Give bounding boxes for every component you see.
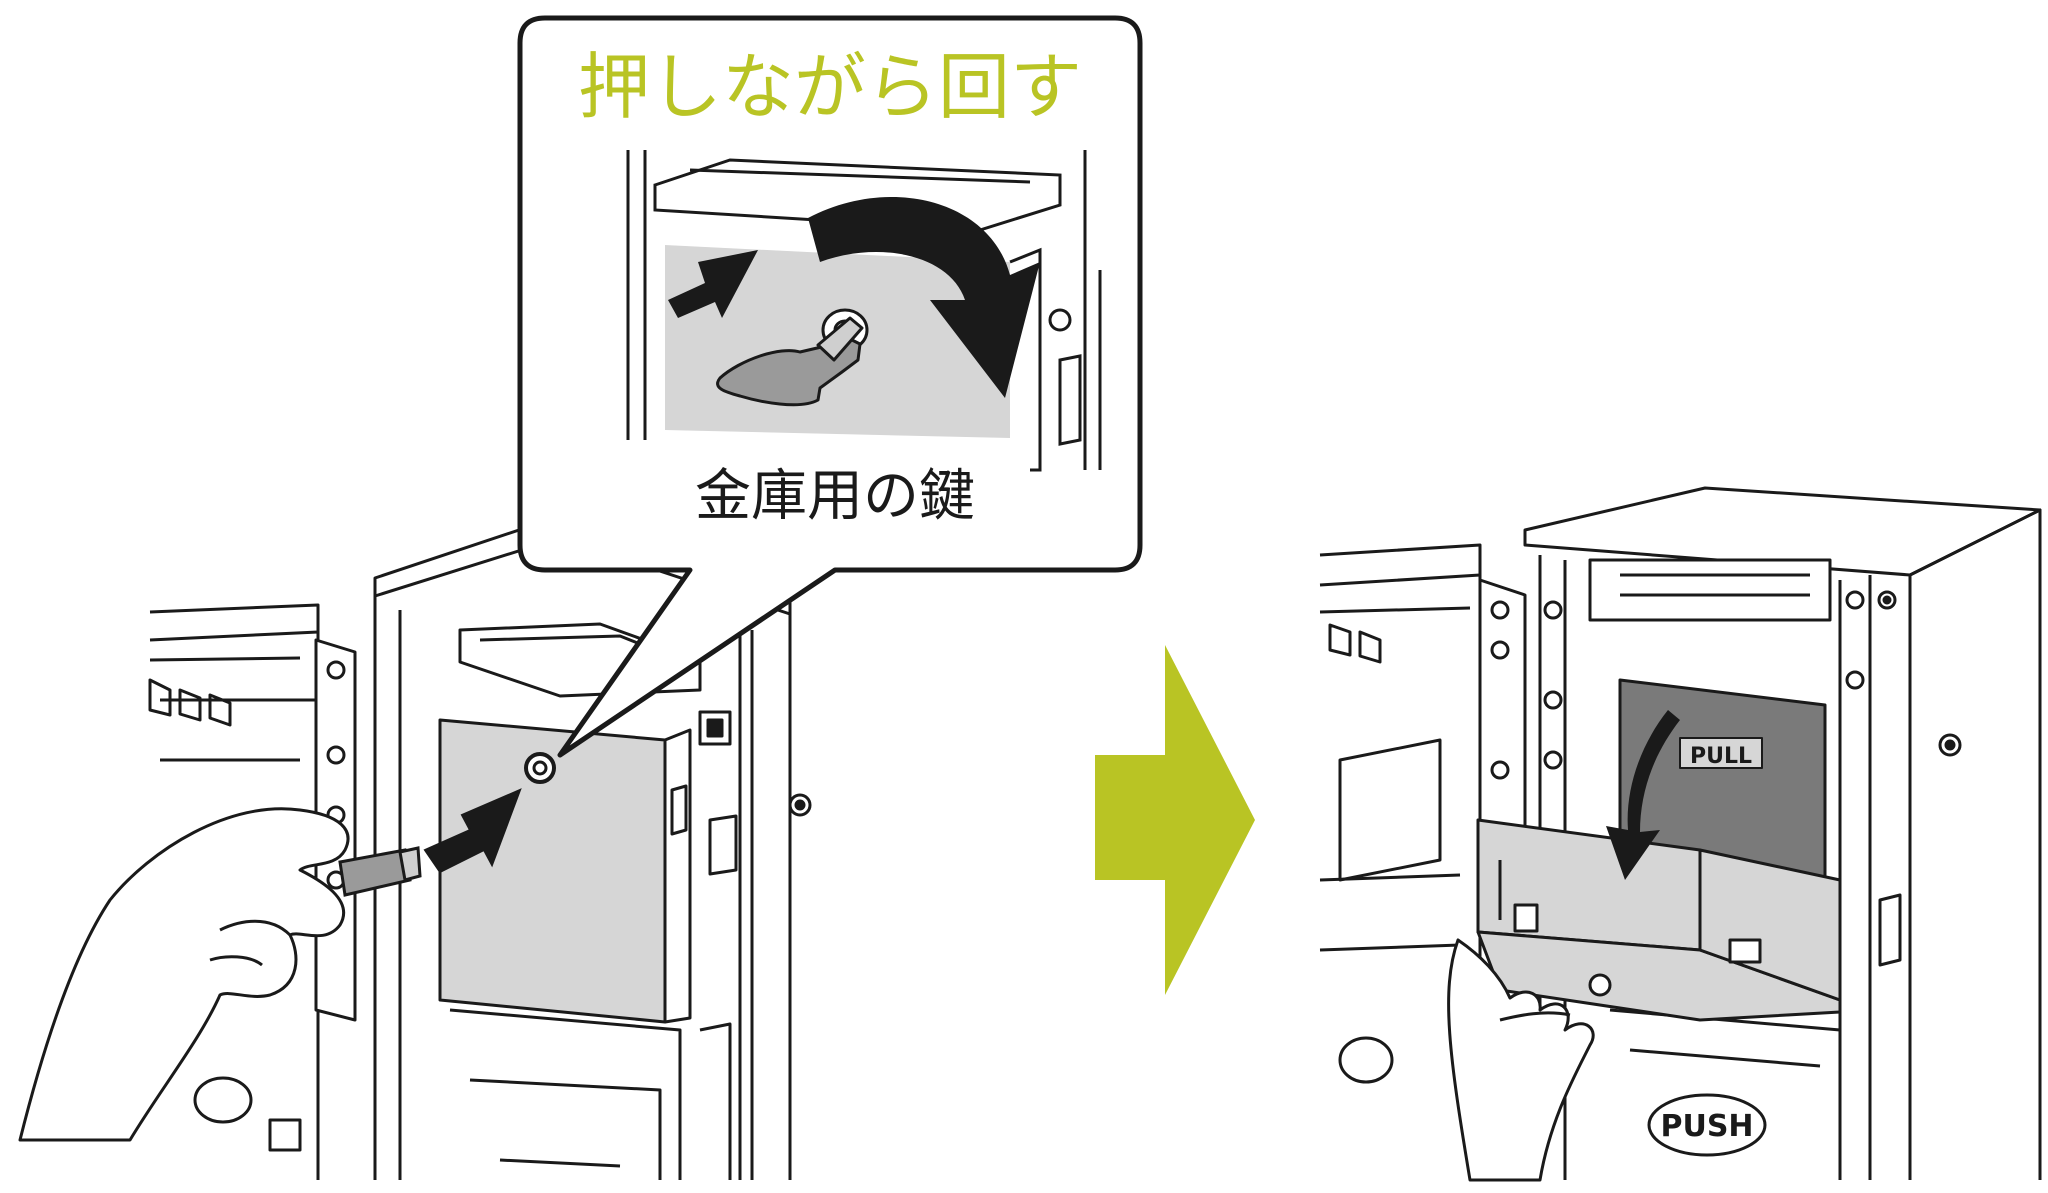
key-icon [338, 846, 422, 897]
pull-label-box [1679, 737, 1763, 769]
open-door-right [1319, 543, 1482, 1180]
rotate-arrow-icon [808, 196, 1040, 398]
callout-bubble: 押しながら回す 金庫用の鍵 [517, 15, 1143, 758]
push-arrow-detail-icon [668, 250, 758, 318]
push-label-ellipse-right [1647, 1093, 1767, 1157]
machine-after [1319, 486, 2042, 1180]
hand-support-icon [1447, 938, 1595, 1182]
open-door-left [149, 603, 320, 1180]
callout-caption: 金庫用の鍵 [695, 464, 975, 529]
transition-arrow-icon [1095, 645, 1255, 995]
cabinet-side-left [750, 614, 792, 1180]
top-mechanism-right [1588, 558, 1832, 622]
key-detail-icon [716, 316, 864, 407]
safe-tray-pulled [1476, 818, 1842, 1022]
push-arrow-icon [423, 788, 522, 874]
pull-label: PULL [1690, 744, 1752, 769]
swing-down-arrow-icon [1606, 710, 1680, 880]
callout-instruction: 押しながら回す [578, 45, 1082, 129]
hand-icon [18, 807, 350, 1142]
push-label-right: PUSH [1660, 1109, 1753, 1144]
